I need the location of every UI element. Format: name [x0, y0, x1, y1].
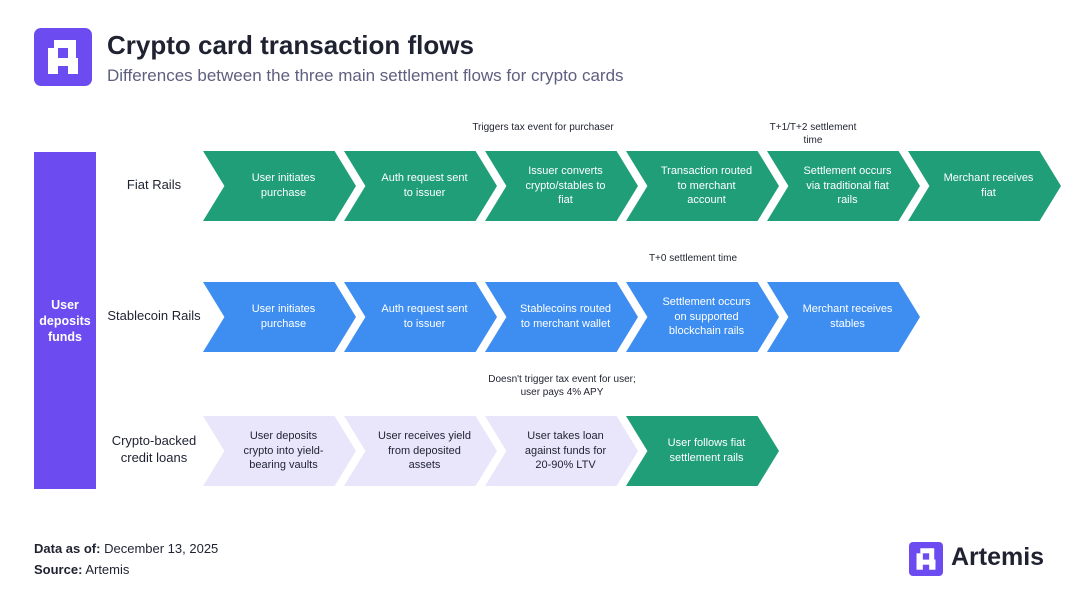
- data-as-of: Data as of: December 13, 2025: [34, 541, 218, 556]
- step-label: Merchant receives stables: [802, 303, 893, 330]
- step-label: Merchant receives fiat: [943, 172, 1034, 199]
- step-label: User receives yield from deposited asset…: [378, 430, 471, 472]
- data-as-of-value: December 13, 2025: [104, 541, 219, 556]
- stablecoin-step-3: Stablecoins routed to merchant wallet: [485, 282, 638, 352]
- fiat-step-6: Merchant receives fiat: [908, 151, 1061, 221]
- artemis-brand-icon: [909, 542, 943, 576]
- note-tax-event: Triggers tax event for purchaser: [472, 122, 614, 133]
- note-fiat-settlement-time: T+1/T+2 settlement time: [769, 122, 857, 146]
- page-subtitle: Differences between the three main settl…: [107, 66, 624, 85]
- step-label: Issuer converts crypto/stables to fiat: [525, 165, 606, 207]
- source-label: Source:: [34, 562, 83, 577]
- stablecoin-step-2: Auth request sent to issuer: [344, 282, 497, 352]
- source: Source: Artemis: [34, 562, 129, 577]
- row-label-fiat-rails: Fiat Rails: [126, 177, 182, 192]
- fiat-step-2: Auth request sent to issuer: [344, 151, 497, 221]
- loan-step-1: User deposits crypto into yield-bearing …: [203, 416, 356, 486]
- user-deposits-funds-bar: User deposits funds: [34, 152, 96, 489]
- step-label: Stablecoins routed to merchant wallet: [519, 303, 612, 330]
- note-stablecoin-settlement-time: T+0 settlement time: [648, 253, 738, 264]
- loan-step-2: User receives yield from deposited asset…: [344, 416, 497, 486]
- step-label: User deposits crypto into yield-bearing …: [243, 430, 324, 472]
- fiat-step-5: Settlement occurs via traditional fiat r…: [767, 151, 920, 221]
- fiat-step-4: Transaction routed to merchant account: [626, 151, 779, 221]
- step-label: User initiates purchase: [251, 303, 316, 330]
- step-label: Auth request sent to issuer: [381, 303, 468, 330]
- source-value: Artemis: [85, 562, 130, 577]
- note-no-tax-event: Doesn't trigger tax event for user; user…: [488, 374, 636, 398]
- step-label: Settlement occurs via traditional fiat r…: [803, 165, 892, 207]
- row-label-crypto-backed-credit-loans: Crypto-backed credit loans: [111, 433, 197, 465]
- fiat-step-1: User initiates purchase: [203, 151, 356, 221]
- stablecoin-step-4: Settlement occurs on supported blockchai…: [626, 282, 779, 352]
- loan-step-3: User takes loan against funds for 20-90%…: [485, 416, 638, 486]
- step-label: User initiates purchase: [251, 172, 316, 199]
- step-label: Settlement occurs on supported blockchai…: [662, 296, 751, 338]
- stablecoin-step-5: Merchant receives stables: [767, 282, 920, 352]
- artemis-brand-name: Artemis: [951, 543, 1045, 571]
- artemis-brand-glyph: [916, 548, 936, 570]
- fiat-step-3: Issuer converts crypto/stables to fiat: [485, 151, 638, 221]
- step-label: User takes loan against funds for 20-90%…: [524, 430, 607, 472]
- artemis-logo-glyph: [48, 40, 78, 74]
- step-label: Transaction routed to merchant account: [660, 165, 753, 207]
- deposit-label: User deposits funds: [39, 297, 91, 344]
- page-title: Crypto card transaction flows: [107, 30, 474, 60]
- data-as-of-label: Data as of:: [34, 541, 101, 556]
- step-label: Auth request sent to issuer: [381, 172, 468, 199]
- loan-step-4: User follows fiat settlement rails: [626, 416, 779, 486]
- step-label: User follows fiat settlement rails: [667, 437, 746, 464]
- row-label-stablecoin-rails: Stablecoin Rails: [107, 308, 201, 323]
- artemis-logo-icon: [34, 28, 92, 86]
- stablecoin-step-1: User initiates purchase: [203, 282, 356, 352]
